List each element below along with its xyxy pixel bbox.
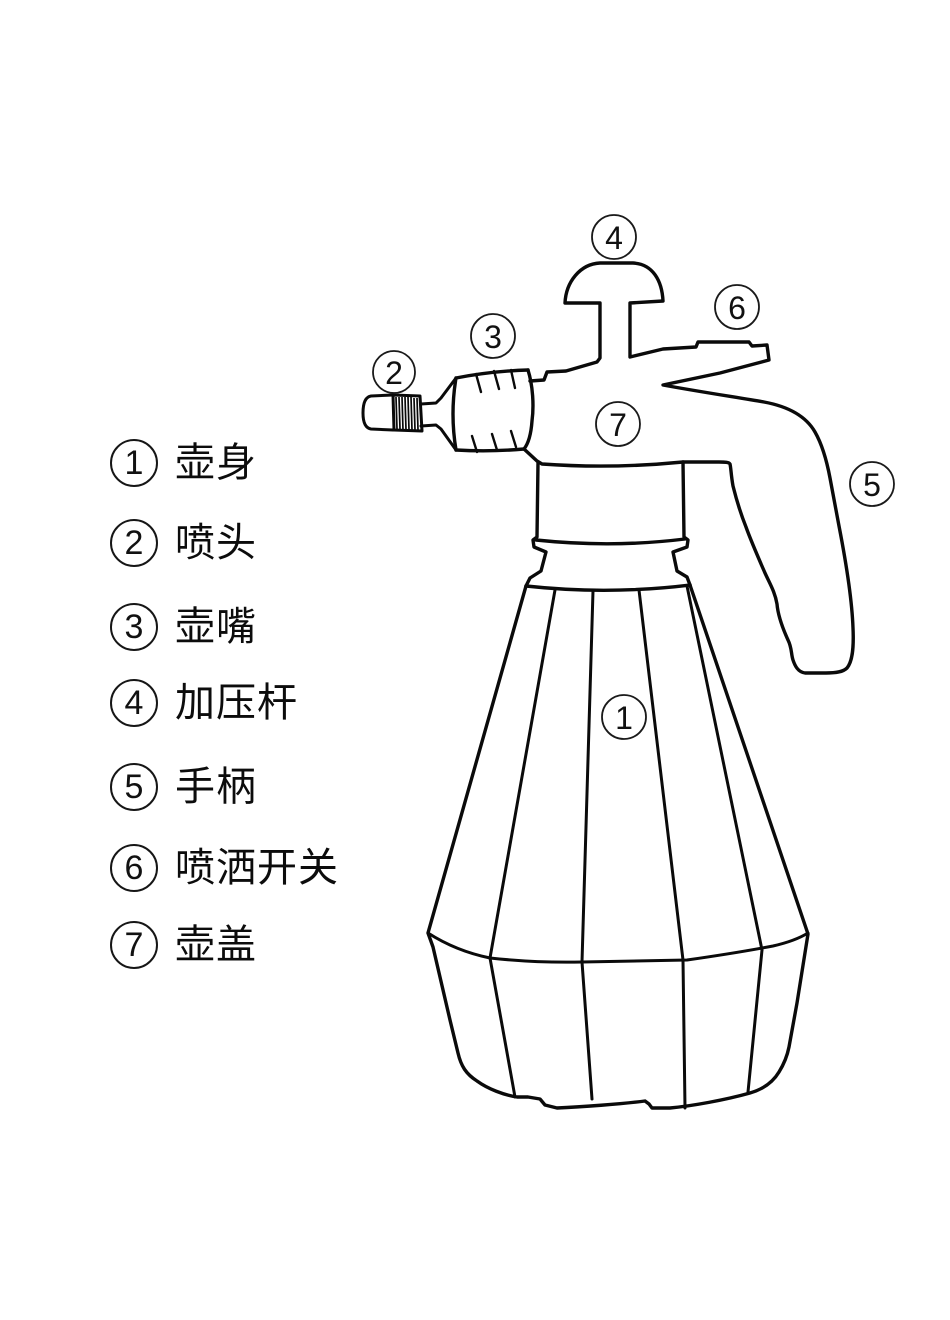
neck-lip-line bbox=[534, 537, 687, 546]
legend-item-5-label: 手柄 bbox=[175, 765, 257, 809]
nozzle-neck bbox=[419, 376, 458, 452]
callout-3: 3 bbox=[470, 313, 516, 359]
callout-2: 2 bbox=[372, 350, 416, 394]
legend-item-6-label: 喷洒开关 bbox=[175, 846, 339, 890]
callout-6: 6 bbox=[714, 284, 760, 330]
callout-1: 1 bbox=[601, 694, 647, 740]
bottle-body-outline bbox=[426, 583, 810, 1110]
legend-item-6-number: 6 bbox=[110, 844, 158, 892]
spout-cone bbox=[451, 368, 535, 454]
neck-collar bbox=[524, 460, 692, 592]
callout-4: 4 bbox=[591, 214, 637, 260]
callout-2-number: 2 bbox=[385, 355, 403, 391]
legend-item-5: 5 手柄 bbox=[110, 763, 257, 811]
callout-6-number: 6 bbox=[728, 290, 746, 326]
spout-knurl-marks bbox=[470, 368, 518, 454]
legend-item-3: 3 壶嘴 bbox=[110, 603, 257, 651]
legend-item-1: 1 壶身 bbox=[110, 439, 257, 487]
legend-item-2-number: 2 bbox=[110, 519, 158, 567]
bottle-cone-panel-lines bbox=[488, 584, 764, 964]
legend-item-3-label: 壶嘴 bbox=[175, 605, 257, 649]
callout-7-number: 7 bbox=[609, 407, 627, 443]
callout-3-number: 3 bbox=[484, 319, 502, 355]
legend-item-2: 2 喷头 bbox=[110, 519, 257, 567]
legend-item-3-number: 3 bbox=[110, 603, 158, 651]
legend-item-5-number: 5 bbox=[110, 763, 158, 811]
legend-item-1-label: 壶身 bbox=[175, 441, 257, 485]
legend-item-4-label: 加压杆 bbox=[175, 681, 298, 725]
legend-item-6: 6 喷洒开关 bbox=[110, 844, 339, 892]
bottle-facet-break-line bbox=[426, 931, 810, 964]
callout-7: 7 bbox=[595, 401, 641, 447]
nozzle-tip bbox=[361, 393, 395, 432]
bottle-base-panel-lines bbox=[488, 948, 764, 1110]
callout-5-number: 5 bbox=[863, 467, 881, 503]
legend-item-1-number: 1 bbox=[110, 439, 158, 487]
legend-item-2-label: 喷头 bbox=[175, 521, 257, 565]
sprayer-head-trigger-handle-outline bbox=[522, 261, 855, 675]
callout-5: 5 bbox=[849, 461, 895, 507]
legend-item-4-number: 4 bbox=[110, 679, 158, 727]
nozzle-knurled-ring bbox=[391, 393, 424, 433]
shoulder-line bbox=[524, 583, 692, 592]
nozzle-ring-hatching bbox=[395, 396, 419, 431]
callout-1-number: 1 bbox=[615, 700, 633, 736]
legend-item-7-label: 壶盖 bbox=[175, 923, 257, 967]
legend-item-4: 4 加压杆 bbox=[110, 679, 298, 727]
callout-4-number: 4 bbox=[605, 220, 623, 256]
legend-item-7-number: 7 bbox=[110, 921, 158, 969]
legend-item-7: 7 壶盖 bbox=[110, 921, 257, 969]
